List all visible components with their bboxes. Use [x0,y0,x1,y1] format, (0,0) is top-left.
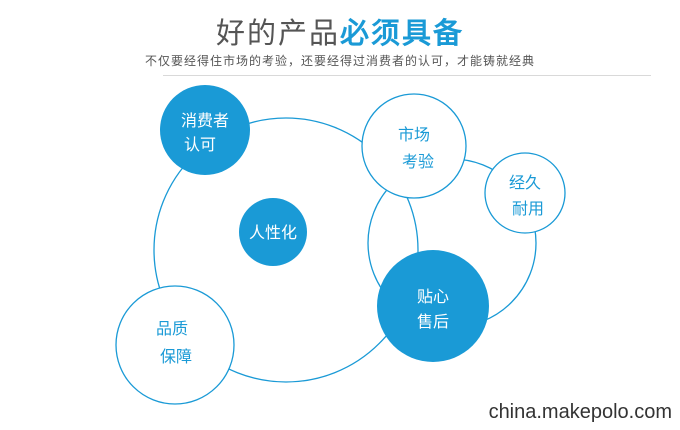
node-quality: 品质 保障 [115,285,235,405]
node-aftersales-line1: 贴心 [417,287,449,306]
title-normal: 好的产品 [215,16,340,50]
node-humanized-line1: 人性化 [249,223,297,242]
node-durable-line2: 耐用 [512,199,544,218]
page-title: 好的产品必须具备 [0,10,680,52]
large-ring [153,117,419,383]
node-durable-line1: 经久 [509,173,541,192]
node-durable: 经久 耐用 [484,152,566,234]
node-aftersales-line2: 售后 [417,312,449,331]
node-market-line1: 市场 [398,125,430,144]
node-quality-line2: 保障 [160,347,192,366]
page-subtitle: 不仅要经得住市场的考验，还要经得过消费者的认可，才能铸就经典 [144,54,535,68]
node-consumer: 消费者 认可 [160,85,250,175]
node-market-line2: 考验 [402,152,434,171]
node-consumer-line1: 消费者 [181,111,229,130]
title-highlight: 必须具备 [340,16,465,50]
watermark-text: china.makepolo.com [488,401,672,423]
node-humanized: 人性化 [239,198,307,266]
node-quality-line1: 品质 [156,319,188,338]
node-market: 市场 考验 [361,93,467,199]
node-consumer-line2: 认可 [184,135,216,154]
divider [163,75,651,76]
node-aftersales: 贴心 售后 [377,250,489,362]
